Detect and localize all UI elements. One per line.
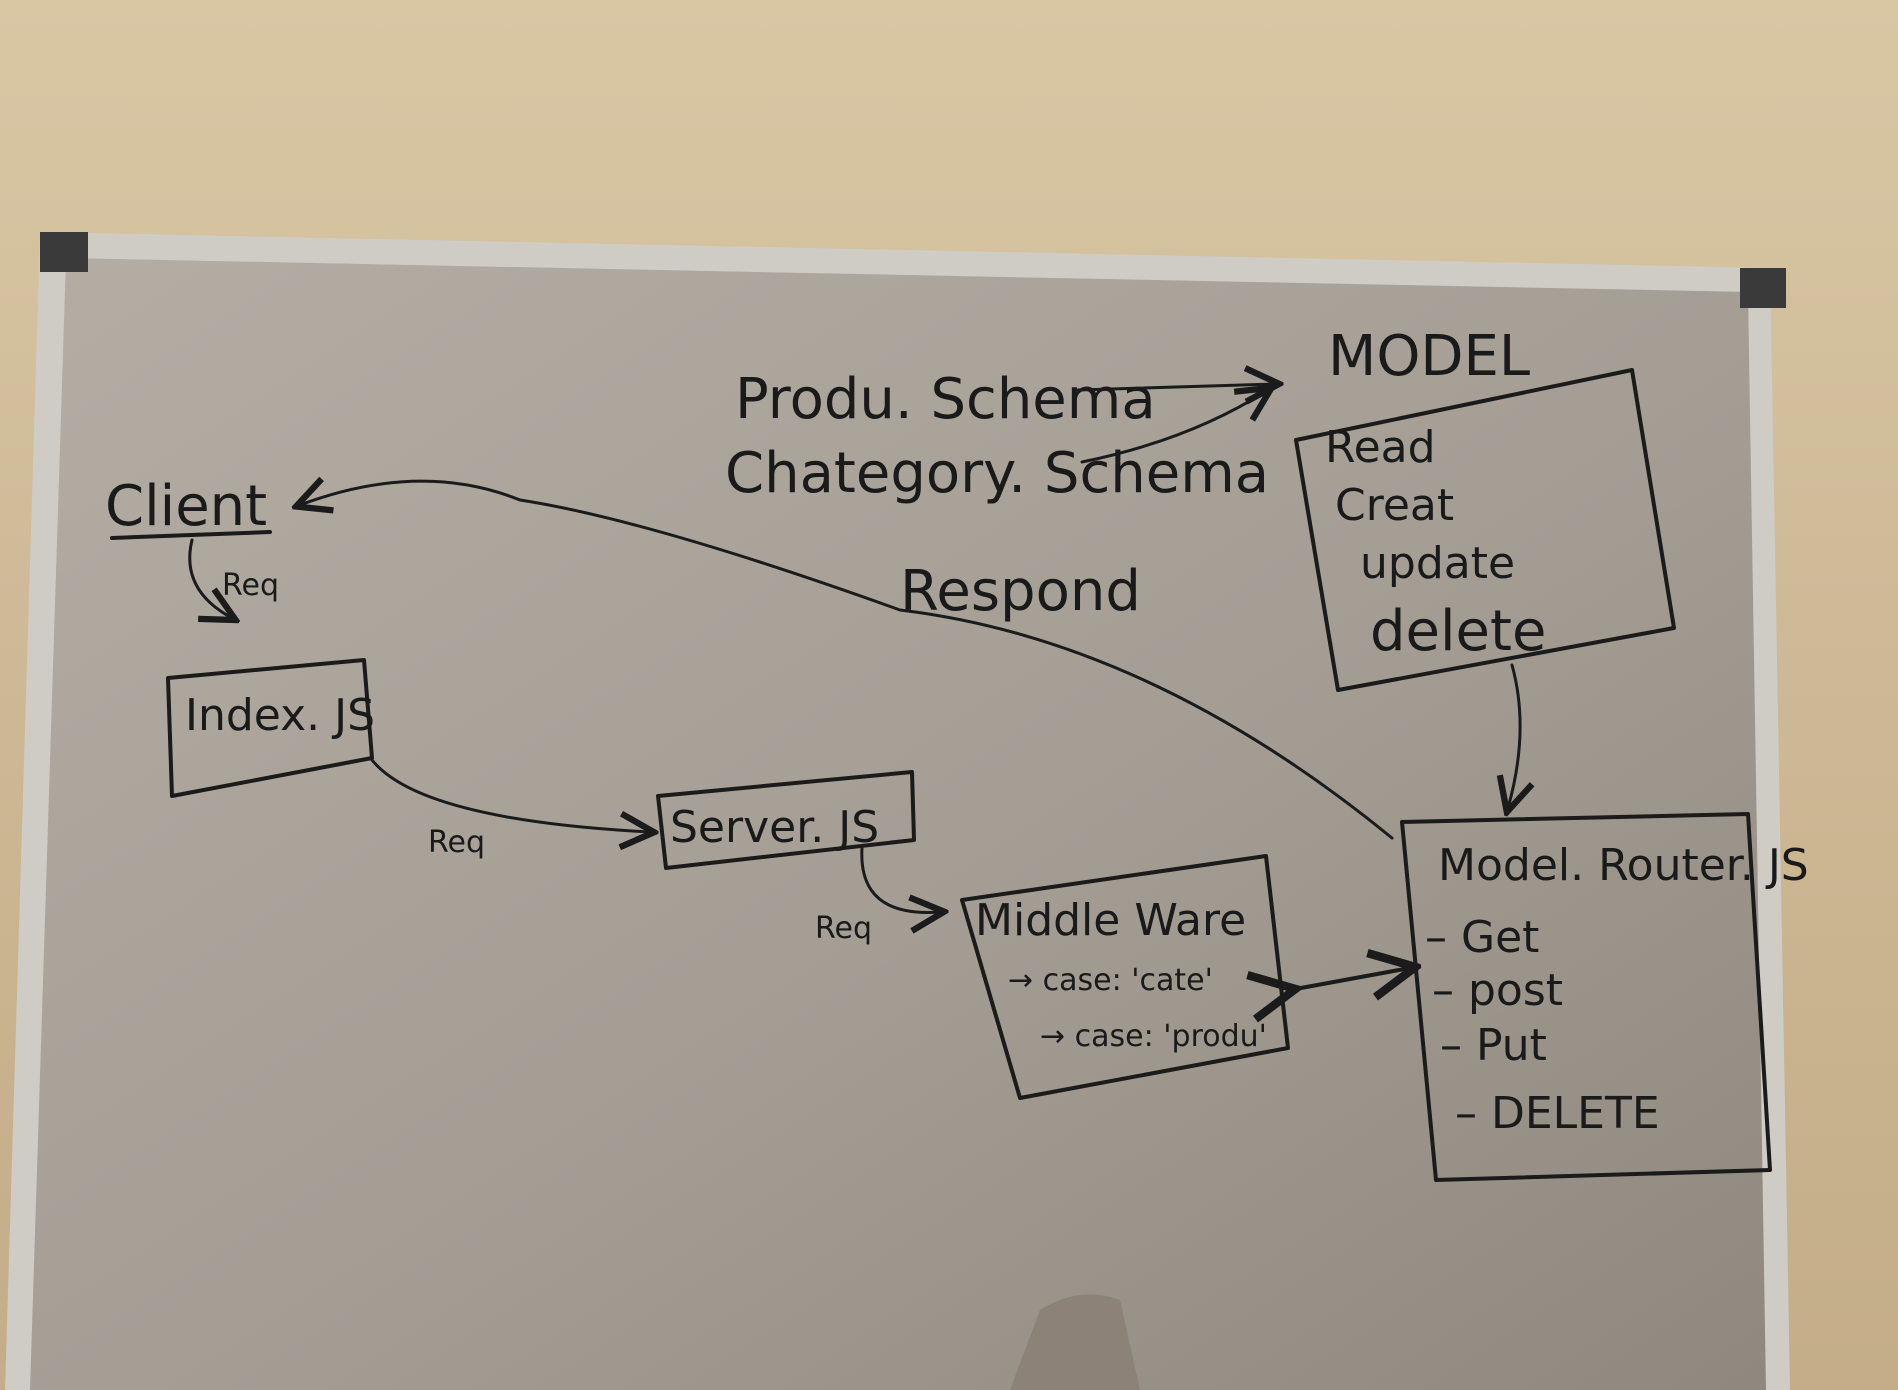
whiteboard-surface <box>30 258 1766 1390</box>
middleware-title: Middle Ware <box>975 895 1246 946</box>
router-post: – post <box>1432 965 1563 1016</box>
model-box <box>1294 368 1676 692</box>
edge-label-client-index: Req <box>222 568 279 603</box>
eraser-cloth <box>1010 1294 1140 1390</box>
schemas: Produ. Schema Chategory. Schema <box>725 367 1269 506</box>
router-put: – Put <box>1440 1020 1547 1071</box>
arrow-model-to-router <box>1508 663 1520 808</box>
client-node: Client <box>105 474 272 540</box>
model-node: MODEL Read Creat update delete <box>1294 324 1676 692</box>
router-box <box>1400 812 1772 1182</box>
server-label: Server. JS <box>670 802 879 853</box>
router-node: Model. Router. JS – Get – post – Put – D… <box>1400 812 1809 1182</box>
middleware-case-cate: → case: 'cate' <box>1008 963 1213 998</box>
arrow-server-to-middleware <box>860 846 940 912</box>
edge-label-index-server: Req <box>428 825 485 860</box>
client-label: Client <box>105 474 267 539</box>
router-title: Model. Router. JS <box>1438 840 1809 891</box>
arrow-middleware-router <box>1290 968 1410 990</box>
product-schema-label: Produ. Schema <box>735 367 1156 432</box>
router-delete: – DELETE <box>1455 1088 1660 1139</box>
model-create: Creat <box>1335 480 1454 531</box>
client-underline <box>110 530 272 540</box>
arrow-client-to-index <box>188 538 232 618</box>
model-heading: MODEL <box>1328 324 1530 389</box>
index-box <box>166 658 374 798</box>
edge-label-server-middleware: Req <box>815 911 872 946</box>
index-node: Index. JS <box>166 658 375 798</box>
model-delete: delete <box>1370 599 1546 664</box>
server-node: Server. JS <box>656 770 916 870</box>
arrow-index-to-server <box>370 758 650 832</box>
corner-clip-left <box>40 232 88 272</box>
middleware-node: Middle Ware → case: 'cate' → case: 'prod… <box>960 854 1290 1100</box>
middleware-box <box>960 854 1290 1100</box>
middleware-case-produ: → case: 'produ' <box>1040 1019 1267 1054</box>
whiteboard <box>5 232 1790 1390</box>
model-read: Read <box>1325 422 1436 473</box>
server-box <box>656 770 916 870</box>
model-update: update <box>1360 538 1515 589</box>
index-label: Index. JS <box>185 690 375 741</box>
edge-label-respond: Respond <box>900 559 1141 624</box>
router-get: – Get <box>1425 912 1539 963</box>
category-schema-label: Chategory. Schema <box>725 441 1269 506</box>
corner-clip-right <box>1740 268 1786 308</box>
arrow-respond-to-client <box>300 481 1394 840</box>
arrow-category-schema-to-model <box>1080 390 1268 464</box>
